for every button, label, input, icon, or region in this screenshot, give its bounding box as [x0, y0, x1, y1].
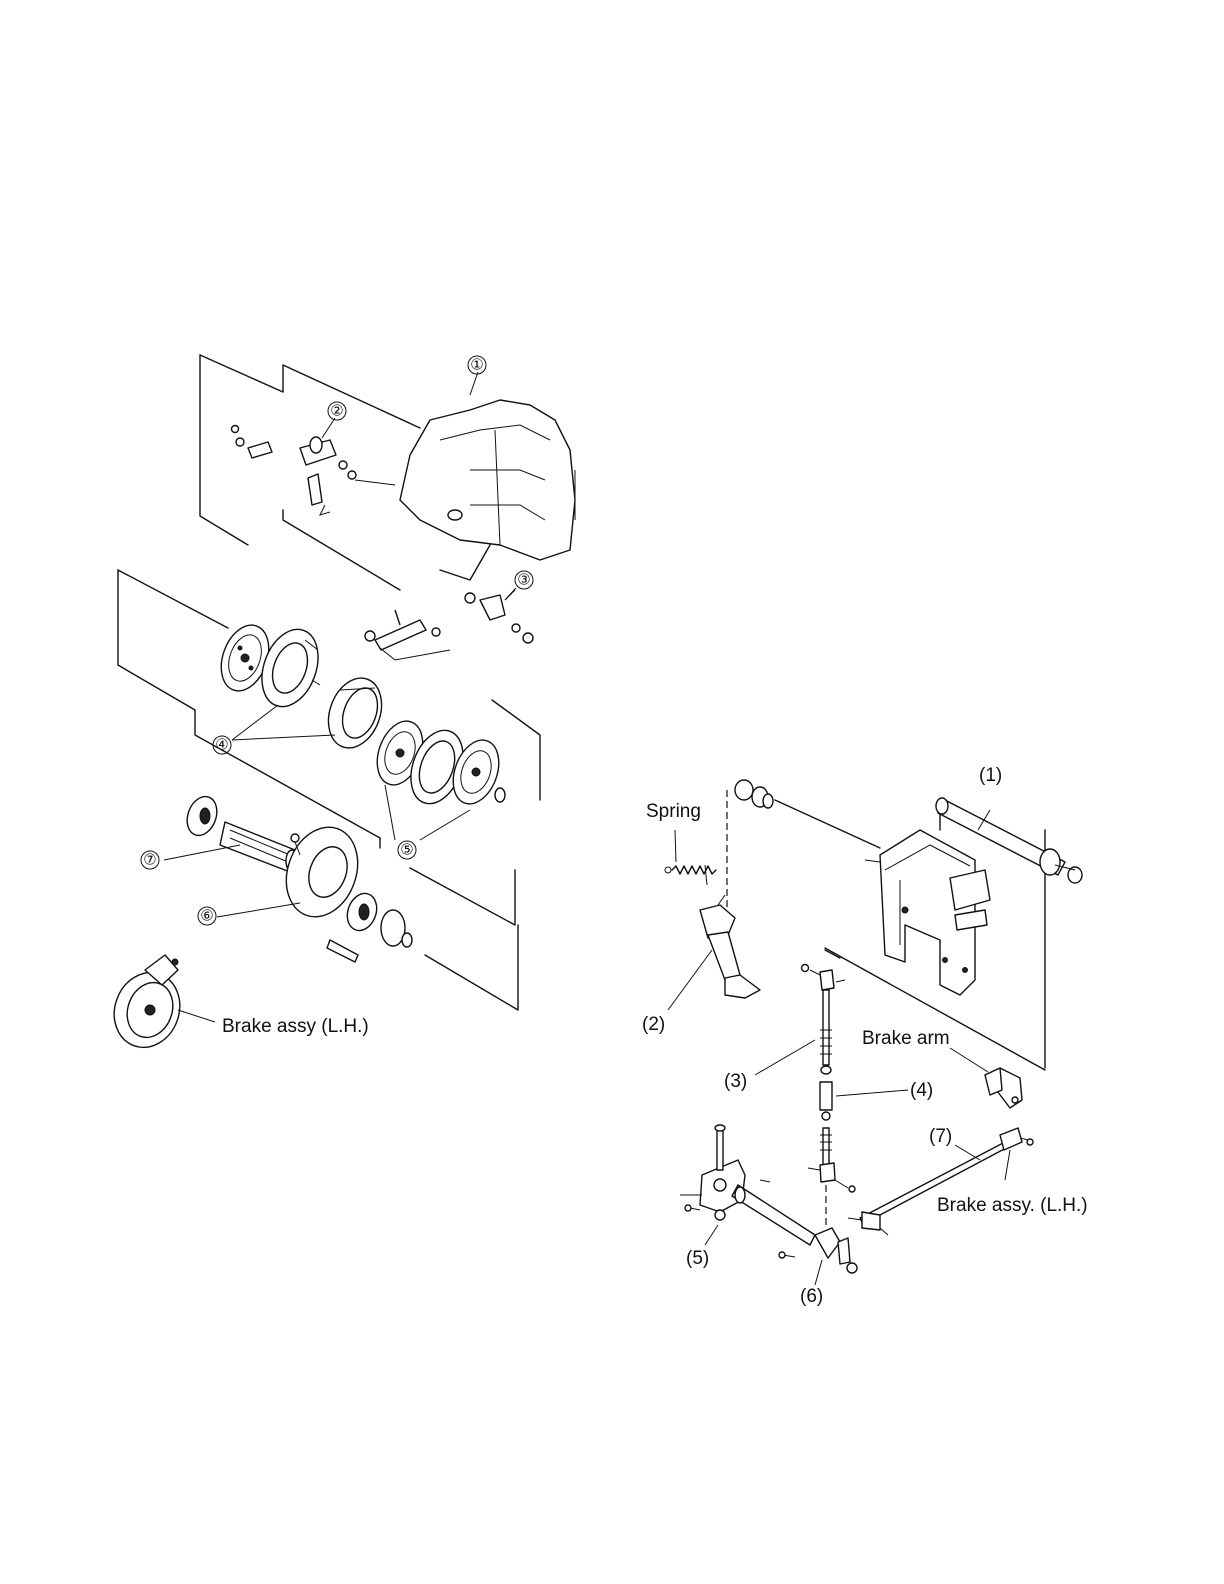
turnbuckle: [820, 1066, 908, 1120]
brake-arm: [950, 1048, 1022, 1108]
brake-pedal: [668, 895, 760, 1010]
callout-7-text: ⑦: [143, 852, 156, 869]
shaft-bearing-lower: [342, 889, 412, 947]
callout-1-text: ①: [470, 357, 483, 374]
brake-cam-shaft: [232, 418, 396, 515]
pedal-mounting-bracket: [865, 830, 990, 995]
left-brake-exploded-view: ① ② ③ ④ ⑤ ⑥ ⑦ Brake assy (L.H.): [104, 355, 575, 1057]
callout-3: ③: [515, 571, 533, 589]
brake-assy-lh-illustration: [104, 955, 190, 1057]
brake-link-arm: [365, 610, 450, 660]
callout-2-text: ②: [330, 403, 343, 420]
callout-r7: (7): [929, 1126, 952, 1147]
callout-r6: (6): [800, 1286, 823, 1307]
brake-assy-label-right: Brake assy. (L.H.): [937, 1195, 1088, 1216]
brake-assy-label-left: Brake assy (L.H.): [222, 1016, 369, 1037]
transmission-case: [400, 372, 575, 560]
brake-rod-lower: [808, 1128, 855, 1192]
callout-6: ⑥: [198, 907, 216, 925]
callout-6-text: ⑥: [200, 908, 213, 925]
callout-5: ⑤: [398, 841, 416, 859]
return-spring: [665, 830, 716, 885]
callout-2: ②: [328, 402, 346, 420]
pedal-shaft-bushings: [735, 780, 773, 808]
callout-r4: (4): [910, 1080, 933, 1101]
callout-3-text: ③: [517, 572, 530, 589]
callout-1: ①: [468, 356, 486, 374]
brake-arm-label: Brake arm: [862, 1028, 950, 1049]
callout-4-text: ④: [215, 737, 228, 754]
cross-shaft-bracket: [680, 1125, 815, 1245]
spring-label: Spring: [646, 801, 701, 822]
callout-r2: (2): [642, 1014, 665, 1035]
brake-lever-bracket: [440, 545, 533, 643]
brake-rod-upper: [755, 965, 845, 1076]
brake-plate-lower: [319, 671, 391, 756]
shaft-bearing-upper: [182, 792, 222, 839]
right-brake-linkage-view: Spring Brake arm Brake assy. (L.H.) (1) …: [642, 765, 1088, 1307]
callout-r3: (3): [724, 1071, 747, 1092]
callout-r5: (5): [686, 1248, 709, 1269]
callout-5-text: ⑤: [400, 842, 413, 859]
callout-7: ⑦: [141, 851, 159, 869]
brake-lever: [779, 1185, 857, 1285]
brake-housing-cover: [274, 817, 369, 962]
callout-r1: (1): [979, 765, 1002, 786]
callout-4: ④: [213, 736, 231, 754]
